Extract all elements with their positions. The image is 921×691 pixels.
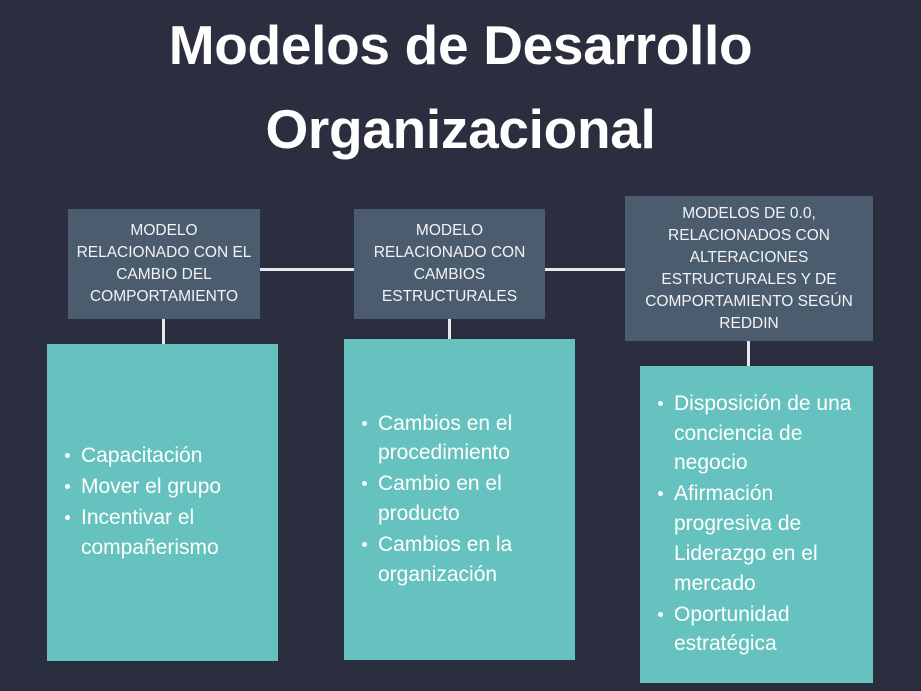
list-item: Incentivar el compañerismo [65, 503, 268, 563]
list-item: Afirmación progresiva de Liderazgo en el… [658, 479, 863, 598]
page-title: Modelos de Desarrollo Organizacional [168, 14, 753, 160]
content-box-behavior-change[interactable]: Capacitación Mover el grupo Incentivar e… [47, 344, 278, 661]
header-box-structural-change[interactable]: MODELO RELACIONADO CON CAMBIOS ESTRUCTUR… [354, 209, 545, 319]
list-item: Disposición de una conciencia de negocio [658, 389, 863, 478]
connector-header1-header2 [260, 268, 355, 271]
content-box-structural-change[interactable]: Cambios en el procedimiento Cambio en el… [344, 339, 575, 660]
list-item: Capacitación [65, 441, 268, 471]
list-item: Cambio en el producto [362, 469, 565, 529]
list-item: Cambios en la organización [362, 530, 565, 590]
connector-header1-content1 [162, 319, 165, 344]
bullet-list-3: Disposición de una conciencia de negocio… [640, 389, 873, 660]
connector-header3-content3 [747, 341, 750, 366]
bullet-list-1: Capacitación Mover el grupo Incentivar e… [47, 441, 278, 563]
list-item: Cambios en el procedimiento [362, 409, 565, 469]
header-box-reddin-models[interactable]: MODELOS DE 0.0, RELACIONADOS CON ALTERAC… [625, 196, 873, 341]
connector-header2-content2 [448, 319, 451, 344]
list-item: Oportunidad estratégica [658, 600, 863, 660]
bullet-list-2: Cambios en el procedimiento Cambio en el… [344, 409, 575, 591]
content-box-reddin-models[interactable]: Disposición de una conciencia de negocio… [640, 366, 873, 683]
header-box-behavior-change[interactable]: MODELO RELACIONADO CON EL CAMBIO DEL COM… [68, 209, 260, 319]
list-item: Mover el grupo [65, 472, 268, 502]
connector-header2-header3 [545, 268, 626, 271]
